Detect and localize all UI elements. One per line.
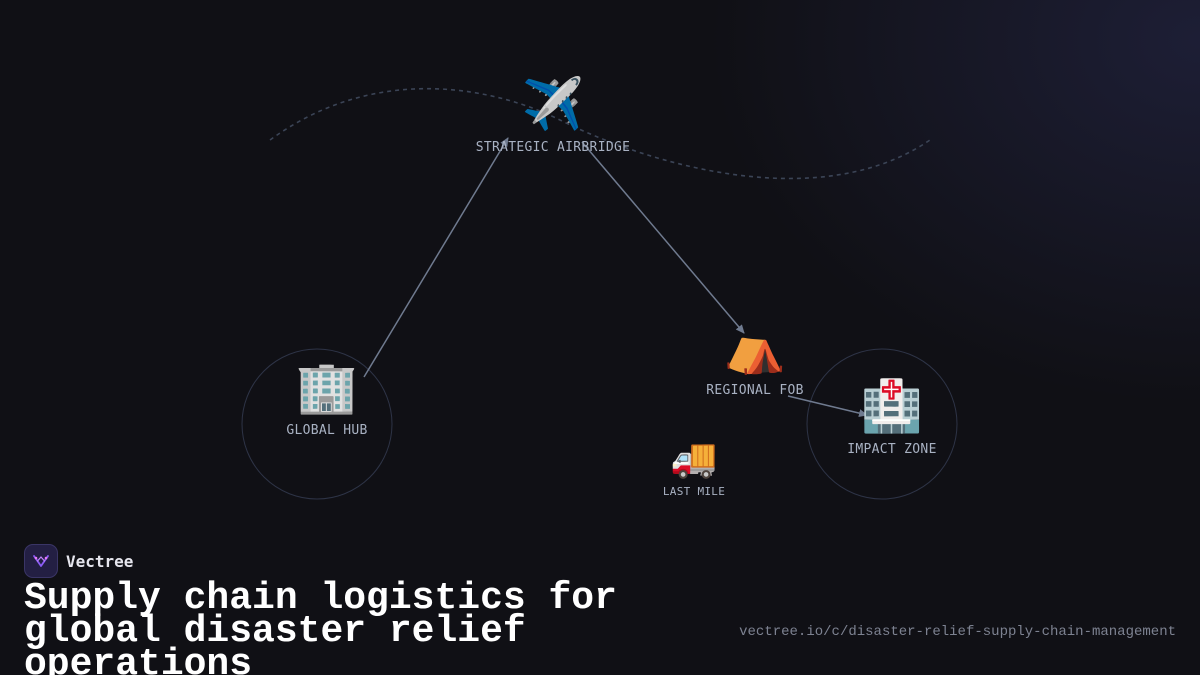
hospital-icon: 🏥 (860, 377, 924, 435)
node-strategic-airbridge: ✈️ STRATEGIC AIRBRIDGE (476, 76, 630, 155)
flight-path-arc (269, 87, 931, 180)
source-url[interactable]: vectree.io/c/disaster-relief-supply-chai… (739, 624, 1176, 640)
node-regional-fob: ⛺ REGIONAL FOB (706, 319, 804, 398)
brand-name: Vectree (66, 551, 134, 571)
node-label: REGIONAL FOB (706, 383, 804, 398)
vectree-logo-icon (24, 544, 58, 578)
impact-zone-ring (806, 348, 958, 500)
node-label: LAST MILE (662, 485, 726, 498)
global-hub-ring (241, 348, 393, 500)
office-building-icon: 🏢 (295, 358, 359, 416)
node-label: IMPACT ZONE (847, 442, 937, 457)
node-last-mile: 🚚 LAST MILE (663, 437, 725, 498)
node-label: GLOBAL HUB (286, 423, 368, 438)
node-label: STRATEGIC AIRBRIDGE (475, 140, 631, 155)
delivery-truck-icon: 🚚 (670, 436, 718, 480)
tent-icon: ⛺ (723, 318, 787, 376)
node-impact-zone: 🏥 IMPACT ZONE (847, 378, 936, 457)
edge-airbridge-to-fob (581, 141, 745, 334)
airplane-icon: ✈️ (521, 75, 585, 133)
page-title: Supply chain logistics for global disast… (24, 577, 617, 675)
edge-hub-to-airbridge (363, 137, 509, 378)
brand: Vectree (24, 544, 133, 578)
edge-fob-to-impact (787, 395, 868, 418)
node-global-hub: 🏢 GLOBAL HUB (286, 359, 367, 438)
